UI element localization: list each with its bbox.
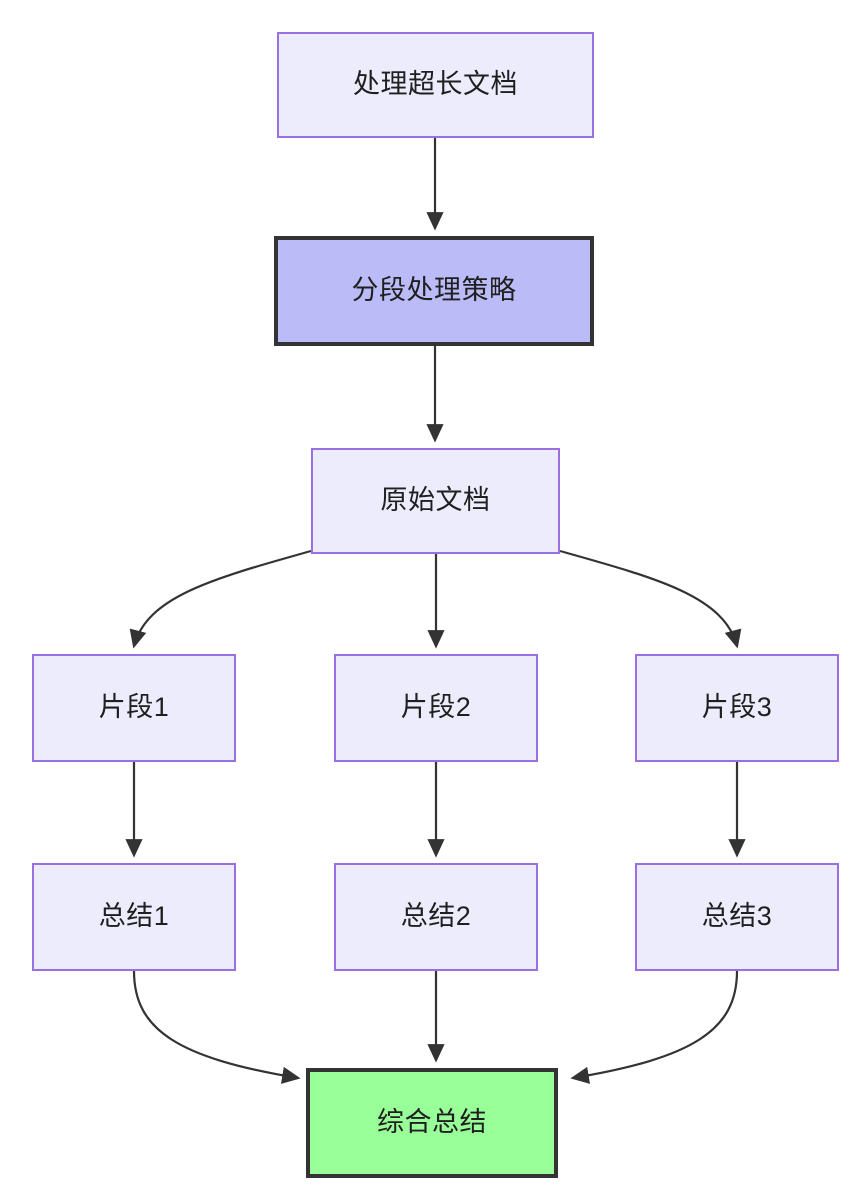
edge-source-to-frag3 xyxy=(559,549,742,649)
node-label: 综合总结 xyxy=(377,1107,487,1138)
edge-sum3-to-final xyxy=(570,970,739,1084)
node-label: 片段1 xyxy=(98,692,170,723)
node-label: 总结2 xyxy=(400,901,472,932)
node-summary-3[interactable]: 总结3 xyxy=(635,863,839,971)
node-summary-1[interactable]: 总结1 xyxy=(32,863,236,971)
node-label: 总结3 xyxy=(701,901,773,932)
edge-sum1-to-final xyxy=(132,970,301,1084)
node-fragment-1[interactable]: 片段1 xyxy=(32,654,236,762)
node-process-long-document[interactable]: 处理超长文档 xyxy=(277,32,594,138)
edge-source-to-frag1 xyxy=(129,549,312,649)
node-label: 总结1 xyxy=(98,901,170,932)
node-fragment-3[interactable]: 片段3 xyxy=(635,654,839,762)
node-summary-2[interactable]: 总结2 xyxy=(334,863,538,971)
node-label: 片段3 xyxy=(701,692,773,723)
node-combined-summary[interactable]: 综合总结 xyxy=(306,1068,558,1178)
node-fragment-2[interactable]: 片段2 xyxy=(334,654,538,762)
node-label: 片段2 xyxy=(400,692,472,723)
node-source-document[interactable]: 原始文档 xyxy=(311,448,560,554)
node-chunking-strategy[interactable]: 分段处理策略 xyxy=(274,236,594,346)
node-label: 原始文档 xyxy=(380,485,491,516)
node-label: 处理超长文档 xyxy=(353,69,518,100)
node-label: 分段处理策略 xyxy=(351,275,517,306)
